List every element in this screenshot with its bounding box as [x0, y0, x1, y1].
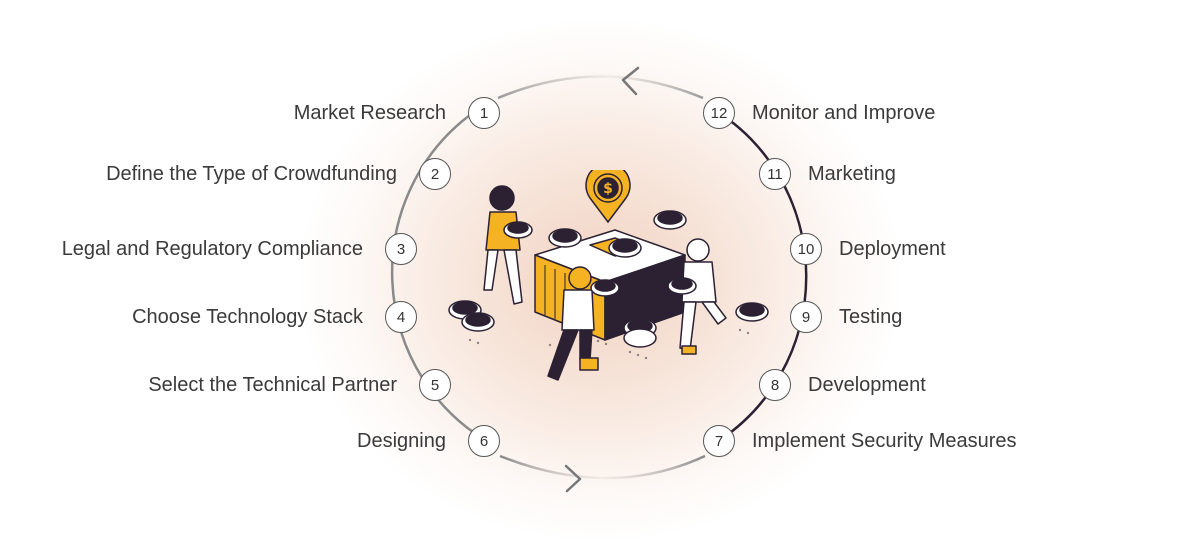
person-middle: [547, 266, 620, 381]
step-label-8: Development: [808, 374, 926, 396]
step-number-8: 8: [759, 369, 791, 401]
step-label-6: Designing: [357, 430, 446, 452]
step-number-4: 4: [385, 301, 417, 333]
step-label-1: Market Research: [293, 102, 446, 124]
step-label-11: Marketing: [808, 163, 896, 185]
arrow-bottom-icon: [564, 464, 582, 493]
person-right: [667, 238, 727, 355]
step-number-10: 10: [790, 233, 822, 265]
step-label-4: Choose Technology Stack: [132, 306, 363, 328]
step-label-2: Define the Type of Crowdfunding: [106, 163, 397, 185]
step-number-3: 3: [385, 233, 417, 265]
step-number-6: 6: [468, 425, 500, 457]
ring-right-arc: [717, 110, 808, 442]
step-label-10: Deployment: [839, 238, 946, 260]
step-label-9: Testing: [839, 306, 903, 328]
coin-icon: [448, 210, 769, 348]
step-number-9: 9: [790, 301, 822, 333]
step-number-12: 12: [703, 97, 735, 129]
step-number-1: 1: [468, 97, 500, 129]
svg-text:$: $: [603, 181, 613, 197]
step-label-3: Legal and Regulatory Compliance: [61, 238, 363, 260]
ring-left-arc: [390, 114, 486, 442]
step-number-5: 5: [419, 369, 451, 401]
ring-top-arc: [497, 75, 704, 100]
step-number-7: 7: [703, 425, 735, 457]
step-label-7: Implement Security Measures: [752, 430, 1017, 452]
ring-bottom-arc: [499, 454, 706, 480]
crowdfunding-illustration: $: [448, 170, 769, 381]
step-label-5: Select the Technical Partner: [148, 374, 397, 396]
arrow-top-icon: [621, 66, 640, 96]
dollar-pin-icon: $: [585, 170, 631, 224]
step-number-2: 2: [419, 158, 451, 190]
step-label-12: Monitor and Improve: [752, 102, 936, 124]
step-number-11: 11: [759, 158, 791, 190]
person-left: [483, 185, 533, 305]
